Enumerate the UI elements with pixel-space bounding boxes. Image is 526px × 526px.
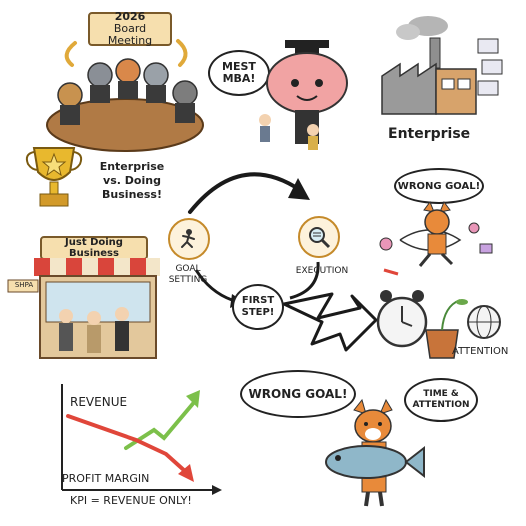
board-member-cat-icon [87, 62, 113, 103]
running-person-icon [181, 229, 195, 248]
trophy-caption-line3: Business! [102, 188, 162, 201]
time-attention-line1: TIME & [423, 389, 459, 399]
fish-icon [325, 445, 425, 479]
wrong-goal-bottom-bubble: WRONG GOAL! [240, 370, 356, 418]
board-member-wolf-icon [143, 62, 169, 103]
trophy-caption: Enterprise vs. Doing Business! [98, 160, 166, 202]
time-attention-bubble: TIME & ATTENTION [404, 378, 478, 422]
factory-illustration [381, 16, 503, 115]
wrong-goal-bottom-text: WRONG GOAL! [248, 387, 348, 401]
trophy-caption-line1: Enterprise [99, 160, 165, 173]
wrong-goal-top-bubble: WRONG GOAL! [394, 168, 484, 204]
shop-awning [34, 258, 160, 276]
revenue-arrow-head [186, 390, 200, 408]
donut-icon [379, 237, 393, 251]
notification-card-icon [479, 243, 493, 254]
board-member-fox-icon [115, 58, 141, 99]
curved-arrow-left-icon [64, 41, 77, 67]
shop-side-sign: SHPA [14, 281, 34, 289]
shopkeeper-left-icon [59, 309, 73, 351]
first-step-bubble: FIRST STEP! [232, 284, 284, 330]
revenue-label: REVENUE [70, 395, 128, 409]
execution-icon-circle [298, 216, 340, 258]
profit-trend-line [66, 414, 188, 474]
goal-setting-line1: GOAL [175, 264, 201, 274]
wrong-goal-top-text: WRONG GOAL! [397, 180, 481, 192]
board-member-raccoon-icon [172, 80, 198, 123]
brain-icon [266, 52, 348, 114]
enterprise-label: Enterprise [388, 126, 471, 142]
alarm-clock-icon [376, 290, 428, 348]
first-step-line2: STEP! [241, 307, 275, 318]
board-meeting-year: 2026 [114, 10, 146, 23]
graduation-cap-icon [285, 40, 329, 48]
attention-label: ATTENTION [452, 346, 509, 357]
revenue-trend-line [124, 398, 198, 450]
shop-banner-text: Just Doing Business [65, 237, 123, 259]
chart-screen-icons [477, 38, 503, 96]
board-meeting-title: Board Meeting [107, 22, 153, 47]
time-attention-line2: ATTENTION [412, 400, 470, 410]
globe-icon [467, 305, 501, 339]
star-icon [41, 152, 67, 177]
shopkeeper-right-icon [115, 307, 129, 351]
profit-margin-label: PROFIT MARGIN [62, 472, 150, 485]
trophy-icon [25, 147, 83, 207]
running-fox-illustration [379, 200, 493, 276]
goal-setting-icon-circle [168, 218, 210, 260]
profit-arrow-head [178, 464, 194, 482]
spiral-lines [399, 229, 462, 251]
board-meeting-illustration [46, 39, 204, 152]
mba-bubble-line1: MEST [222, 60, 256, 73]
small-worker-left-icon [259, 114, 271, 142]
shop-illustration [7, 258, 160, 359]
fox-running-icon [418, 200, 454, 267]
wilting-plant-icon [425, 299, 468, 359]
mba-brain-illustration [259, 40, 348, 150]
arrow-goal-to-execution [188, 172, 302, 214]
fox-with-fish-illustration [325, 398, 425, 507]
fox-head-icon [353, 398, 393, 443]
board-meeting-sign: 2026 Board Meeting [88, 10, 172, 47]
kpi-caption: KPI = REVENUE ONLY! [70, 494, 192, 507]
board-member-bear-icon [57, 82, 83, 125]
goal-setting-line2: SETTING [168, 275, 208, 285]
curved-arrow-right-icon [176, 39, 188, 67]
trophy-caption-line2: vs. Doing [103, 174, 161, 187]
kpi-chart-illustration [61, 384, 222, 495]
attention-illustration [376, 290, 501, 359]
goal-setting-label: GOAL SETTING [162, 264, 214, 286]
zigzag-arrow-icon [282, 292, 378, 352]
first-step-line1: FIRST [241, 295, 275, 306]
shopkeeper-center-icon [87, 311, 101, 353]
small-worker-right-icon [307, 124, 319, 150]
mba-bubble-line2: MBA! [222, 72, 256, 85]
execution-label: EXECUTION [295, 266, 349, 276]
factory-building [381, 62, 437, 115]
magnifier-checklist-icon [309, 227, 331, 249]
